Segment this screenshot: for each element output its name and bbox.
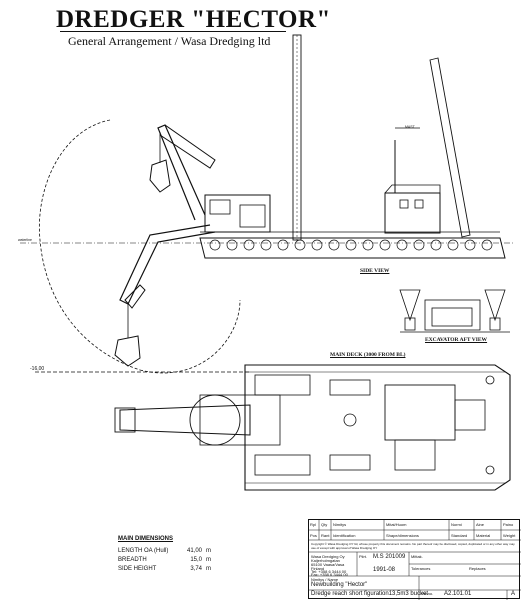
excavator-aft-view xyxy=(399,289,510,333)
plan-track-bottom xyxy=(254,454,311,476)
plan-deck-house xyxy=(384,384,456,441)
plan-excavator-boom xyxy=(119,404,251,436)
excavator-boom-raised xyxy=(157,124,206,221)
deck-house xyxy=(384,192,441,234)
excavator-house xyxy=(204,194,271,233)
side-view-label: SIDE VIEW xyxy=(360,268,390,274)
bucket-lowered xyxy=(114,335,141,367)
drawing-title: DREDGER "HECTOR" xyxy=(56,6,331,33)
project-name: Newbuilding "Hector" xyxy=(311,582,368,588)
excavator-aft-view-label: EXCAVATOR AFT VIEW xyxy=(425,337,488,343)
copyright-notice: Copyright © Wasa Dredging OY ltd, whose … xyxy=(311,542,515,550)
drawn-by: M.S 201009 xyxy=(373,554,406,560)
dimension-row: LENGTH OA (Hull) 41,00 m xyxy=(118,548,211,554)
drawing-subtitle: General Arrangement / Wasa Dredging ltd xyxy=(68,34,271,48)
plan-track-top xyxy=(254,374,311,396)
excavator-stick-lowered xyxy=(124,284,146,309)
dimension-row: SIDE HEIGHT 3,74 m xyxy=(118,566,211,572)
plan-bucket xyxy=(114,407,136,433)
drawing-date: 1991-08 xyxy=(373,567,396,573)
title-block: Rpl Qty Nimitys Mitat/Huom Normi Aine Pa… xyxy=(308,519,521,600)
project-description: Dredge reach short figuration13,5m3 buck… xyxy=(311,591,429,597)
reach-arc-left xyxy=(38,119,141,371)
waterline-label: waterline xyxy=(18,238,33,242)
main-dimensions: MAIN DIMENSIONS LENGTH OA (Hull) 41,00 m… xyxy=(118,535,211,574)
hull-side xyxy=(199,237,506,259)
reach-arc-lower xyxy=(139,299,241,374)
plan-turntable xyxy=(189,394,241,446)
bucket-raised xyxy=(149,159,171,193)
title-underline xyxy=(60,31,286,32)
dimension-row: BREADTH 15,0 m xyxy=(118,557,211,563)
revision: A xyxy=(511,591,516,597)
excavator-boom-lowered xyxy=(119,224,216,305)
main-dimensions-heading: MAIN DIMENSIONS xyxy=(118,536,174,542)
hull-rollers xyxy=(209,239,493,251)
excavator-stick-raised xyxy=(159,124,216,169)
spud-left xyxy=(292,34,302,241)
main-deck-label: MAIN DECK (3000 FROM BL) xyxy=(330,352,406,358)
drawing-number: A2.101.01 xyxy=(444,591,472,597)
spud-right xyxy=(429,57,471,238)
main-deck-plan xyxy=(244,364,511,491)
mast-label: MAST xyxy=(405,125,415,129)
company-name: Wasa Dredging Oy xyxy=(311,554,345,559)
depth-label: -16,00 xyxy=(30,366,45,372)
